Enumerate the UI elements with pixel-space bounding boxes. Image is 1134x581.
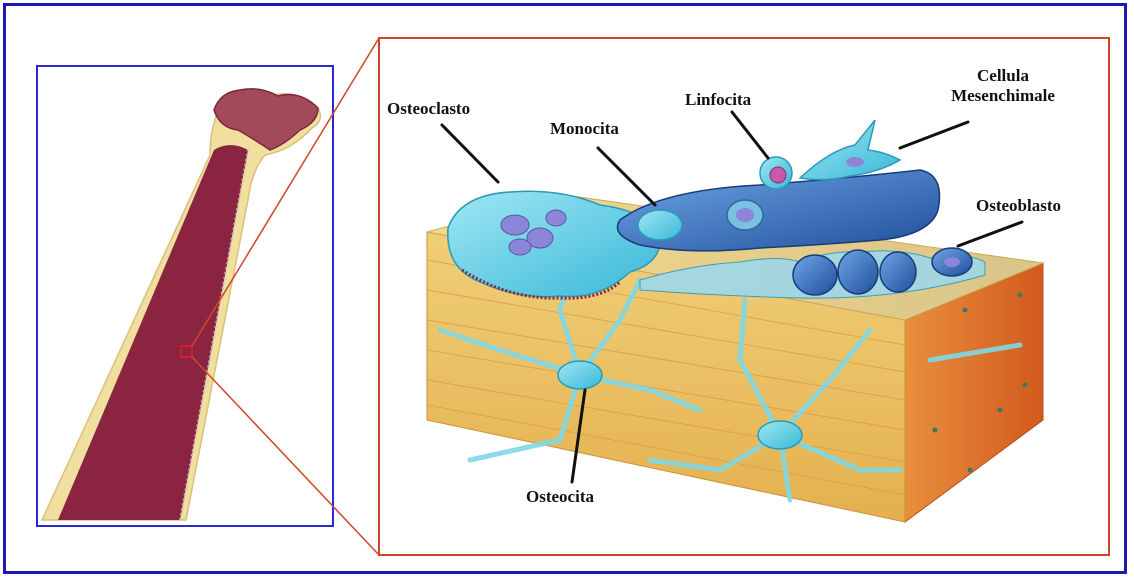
label-osteocita: Osteocita xyxy=(526,487,594,507)
label-cellula-line2: Mesenchimale xyxy=(918,86,1088,106)
label-osteoclasto: Osteoclasto xyxy=(387,99,470,119)
bone-inset xyxy=(37,66,333,526)
label-cellula-mesenchimale: Cellula Mesenchimale xyxy=(918,66,1088,106)
label-linfocita: Linfocita xyxy=(685,90,751,110)
lymphocyte-cell xyxy=(760,157,792,189)
label-cellula-line1: Cellula xyxy=(918,66,1088,86)
osteocyte-cell-2 xyxy=(758,421,802,449)
label-monocita: Monocita xyxy=(550,119,619,139)
osteocyte-cell-1 xyxy=(558,361,602,389)
label-osteoblasto: Osteoblasto xyxy=(976,196,1061,216)
monocyte-cell xyxy=(638,210,682,240)
